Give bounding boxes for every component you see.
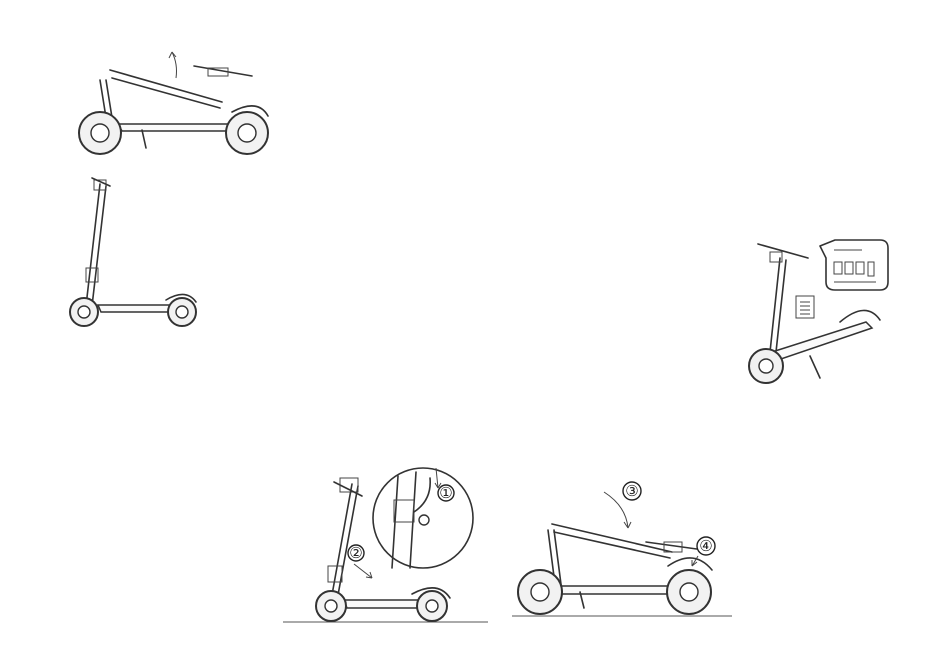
upright-scooter-figure — [70, 178, 196, 326]
step-2-arrow — [354, 564, 372, 578]
display-scooter-figure — [749, 240, 888, 383]
battery-icon — [868, 262, 874, 276]
step-1-label: ① — [439, 484, 452, 502]
folding-latch-figure: ③ ④ — [512, 482, 732, 616]
fold-arrow — [172, 52, 177, 78]
digit-segment — [856, 262, 864, 274]
digit-segment — [834, 262, 842, 274]
folded-scooter-figure — [79, 52, 268, 154]
throttle-callout — [796, 296, 814, 318]
step-3-label: ③ — [625, 482, 638, 500]
unlock-lever-figure: ② ① — [283, 468, 488, 622]
quick-release-lever — [414, 478, 430, 512]
digit-segment — [845, 262, 853, 274]
step-2-label: ② — [349, 544, 362, 562]
step-4-label: ④ — [699, 537, 712, 555]
